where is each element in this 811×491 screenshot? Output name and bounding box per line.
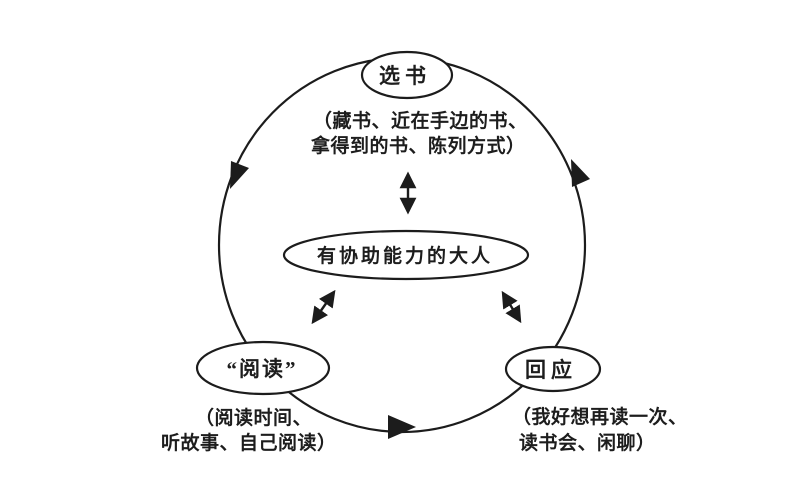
annotation-top-line2: 拿得到的书、陈列方式）: [310, 134, 526, 157]
double-arrow-center-bottom-right-icon: [501, 290, 522, 324]
node-select-books-label: 选书: [379, 64, 431, 88]
node-helpful-adult-ellipse: [282, 229, 530, 281]
node-reading-label: “阅读”: [227, 357, 298, 381]
cycle-arrow-left-icon: [230, 161, 249, 189]
cycle-arrow-right-icon: [571, 159, 590, 187]
double-arrow-center-bottom-left-icon: [311, 289, 336, 325]
node-select-books-ellipse: [360, 50, 454, 100]
annotation-bottom-left-line1: （阅读时间、: [195, 406, 312, 429]
annotation-bottom-right-line2: 读书会、闲聊）: [519, 431, 656, 454]
node-response-label: 回应: [525, 358, 577, 382]
node-helpful-adult-label: 有协助能力的大人: [317, 244, 493, 267]
annotation-top-line1: （藏书、近在手边的书、: [313, 109, 528, 132]
node-reading-ellipse: [195, 340, 331, 396]
annotation-bottom-left-line2: 听故事、自己阅读）: [161, 431, 337, 454]
node-response-ellipse: [504, 345, 602, 393]
cycle-arrow-bottom-icon: [388, 415, 416, 439]
annotation-bottom-right-line1: （我好想再读一次、: [512, 405, 688, 428]
